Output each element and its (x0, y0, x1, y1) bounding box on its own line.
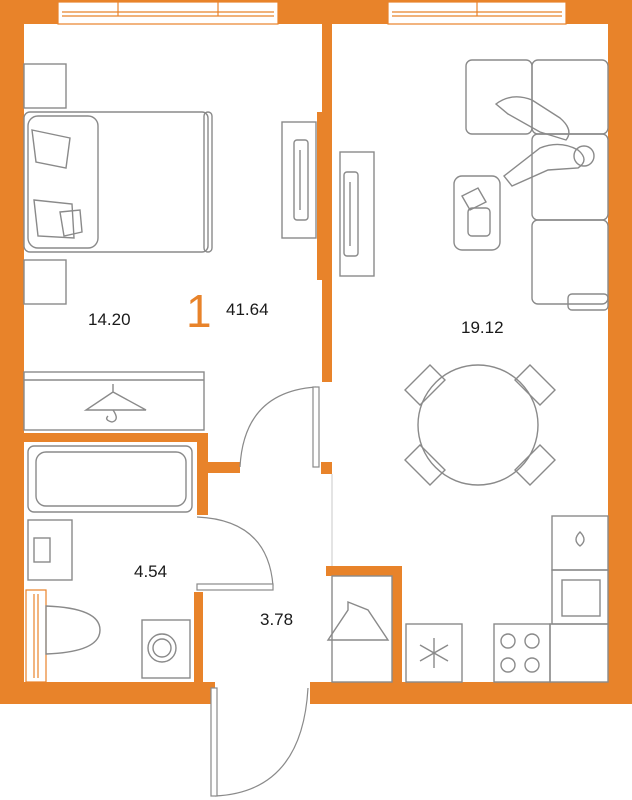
snowflake-icon (419, 638, 449, 668)
windows (25, 1, 567, 683)
bathroom-fixtures (27, 445, 193, 679)
living-kitchen-area-label: 19.12 (461, 318, 504, 337)
hanger-icon (83, 384, 147, 411)
bedroom-area-label: 14.20 (88, 310, 131, 329)
wall-right (608, 0, 632, 704)
coffee-table (453, 175, 501, 251)
wall-bathroom-right-upper (197, 433, 208, 515)
wall-bottom-right (310, 682, 632, 704)
door-bathroom (196, 516, 274, 587)
wardrobe-bedroom (23, 371, 205, 431)
dining-table (404, 364, 556, 486)
wall-bathroom-top (24, 433, 208, 442)
room-count-label: 1 (186, 285, 212, 337)
wall-bottom-left (0, 682, 215, 704)
wall-bathroom-right-lower (194, 592, 203, 684)
door-bedroom (239, 386, 317, 468)
fridge (405, 623, 463, 683)
hanger-icon (326, 600, 390, 641)
wall-partition-stub (321, 462, 332, 474)
nightstand-top (23, 63, 67, 109)
wall-partition-upper (322, 24, 332, 112)
sink (561, 579, 601, 617)
pillow-icon (31, 129, 71, 169)
stove (493, 623, 551, 683)
bed (23, 111, 213, 253)
tv-unit-living (339, 151, 375, 277)
furniture (23, 59, 609, 683)
person-icon (494, 96, 570, 141)
nightstand-bottom (23, 259, 67, 305)
wall-bathroom-door-stub (204, 462, 240, 473)
window-bedroom (57, 1, 279, 25)
hallway-area-label: 3.78 (260, 610, 294, 629)
toilet (45, 605, 101, 655)
walls (0, 0, 632, 704)
wall-closet-right (392, 566, 402, 684)
window-bathroom (25, 589, 47, 683)
sofa (465, 59, 609, 311)
bathtub (27, 445, 193, 513)
wall-partition-wardrobe (317, 112, 332, 280)
washing-machine (141, 619, 191, 679)
tv-unit-bedroom (281, 121, 317, 239)
doors (196, 386, 333, 797)
bathroom-area-label: 4.54 (134, 562, 168, 581)
washbasin (27, 519, 73, 581)
total-area-label: 41.64 (226, 300, 269, 319)
door-entrance (214, 687, 309, 797)
closet-hallway (326, 575, 393, 683)
kitchen (405, 515, 609, 683)
wall-partition-mid (322, 280, 332, 382)
pillow-icon (33, 199, 75, 239)
wall-left (0, 0, 24, 704)
wall-closet-top (326, 566, 402, 576)
